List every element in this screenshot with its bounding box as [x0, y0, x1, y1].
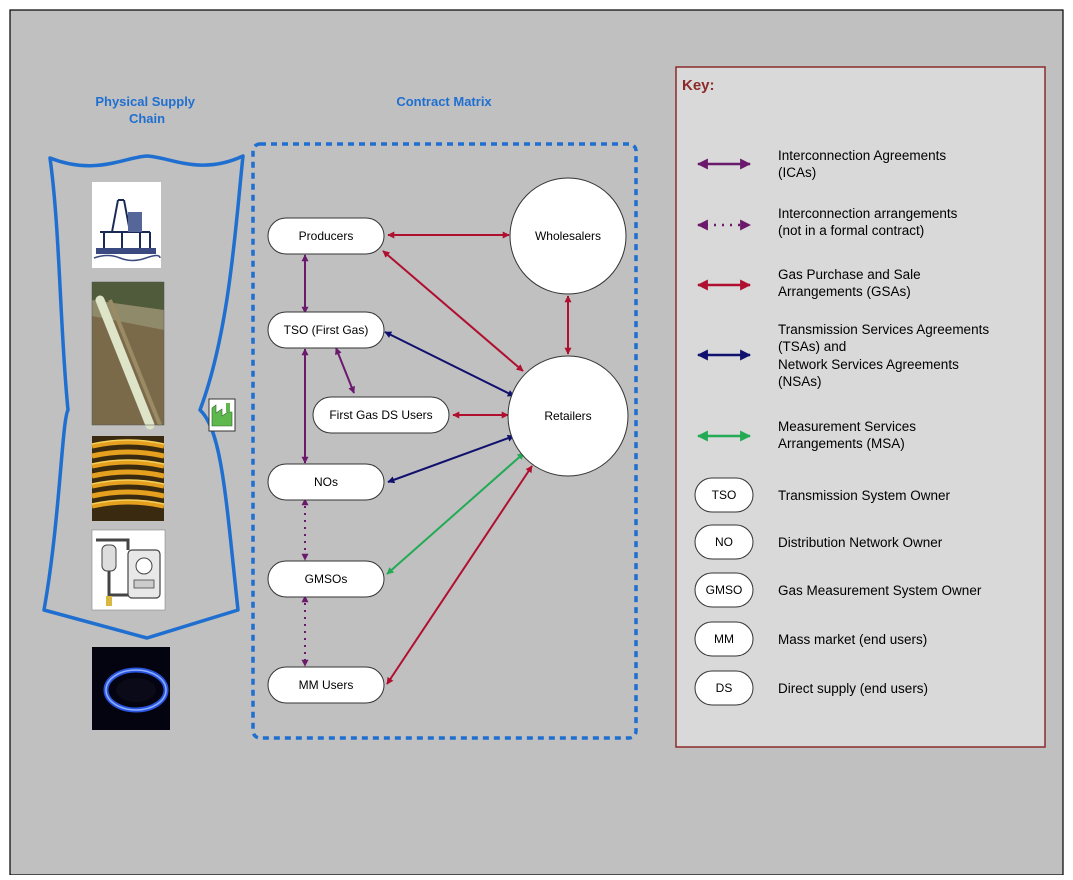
gas-meter-image — [91, 529, 166, 611]
svg-text:Gas Purchase and Sale: Gas Purchase and Sale Arrangements (GSAs… — [778, 267, 924, 299]
key-item-label: Measurement Services — [778, 419, 916, 434]
node-mm-users: MM Users — [267, 666, 385, 704]
node-label: Retailers — [544, 409, 591, 423]
gmsos-retailers-msa — [386, 452, 525, 575]
tso-retailers-tsa — [384, 331, 515, 397]
node-label: Producers — [299, 229, 354, 243]
node-nos: NOs — [267, 463, 385, 501]
contract-matrix-heading: Contract Matrix — [396, 94, 492, 109]
tso-dsusers-ica — [335, 347, 355, 394]
key-item-msa: Measurement Services Arrangements (MSA) — [696, 419, 920, 451]
key-title: Key: — [682, 77, 715, 94]
key-item-label: Gas Purchase and Sale — [778, 267, 921, 282]
key-item-label: Interconnection arrangements — [778, 206, 958, 221]
node-label: Wholesalers — [535, 229, 601, 243]
oil-rig-image — [92, 182, 161, 268]
key-item-label: Arrangements (GSAs) — [778, 284, 911, 299]
node-gmsos: GMSOs — [267, 560, 385, 598]
svg-text:Interconnection arrangements: Interconnection arrangements (not in a f… — [778, 206, 961, 238]
pipeline-image — [91, 281, 165, 430]
key-abbr-ds: DS Direct supply (end users) — [694, 670, 928, 706]
gas-pipe-coil-image — [91, 436, 165, 521]
key-abbr-no: NO Distribution Network Owner — [694, 524, 943, 560]
node-retailers: Retailers — [507, 355, 629, 477]
supply-chain-bracket — [42, 154, 245, 640]
abbr-description: Gas Measurement System Owner — [778, 583, 982, 598]
key-item-label: Network Services Agreements — [778, 357, 959, 372]
key-item-label: (ICAs) — [778, 165, 816, 180]
key-abbr-mm: MM Mass market (end users) — [694, 621, 927, 657]
key-item-label: Interconnection Agreements — [778, 148, 946, 163]
factory-icon — [208, 398, 236, 432]
key-abbr-gmso: GMSO Gas Measurement System Owner — [694, 572, 982, 608]
abbr-badge: TSO — [712, 488, 737, 502]
node-first-gas-ds-users: First Gas DS Users — [312, 396, 450, 434]
physical-supply-chain-heading: Physical Supply Chain — [95, 94, 198, 126]
key-abbr-tso: TSO Transmission System Owner — [694, 477, 951, 513]
key-item-label: (NSAs) — [778, 374, 822, 389]
abbr-description: Direct supply (end users) — [778, 681, 928, 696]
abbr-badge: DS — [716, 681, 733, 695]
key-item-gsa: Gas Purchase and Sale Arrangements (GSAs… — [696, 267, 924, 299]
key-item-label: Arrangements (MSA) — [778, 436, 905, 451]
svg-text:Measurement Services A: Measurement Services Arrangements (MSA) — [778, 419, 920, 451]
abbr-description: Mass market (end users) — [778, 632, 927, 647]
connections — [301, 231, 572, 685]
svg-text:Transmission Services Agreemen: Transmission Services Agreements (TSAs) … — [778, 322, 993, 389]
key-item-ica: Interconnection Agreements (ICAs) — [696, 148, 950, 180]
key-item-label: (not in a formal contract) — [778, 223, 924, 238]
key-panel: Key: Interconnection Agreements (ICAs) I… — [675, 66, 1046, 748]
node-producers: Producers — [267, 217, 385, 255]
abbr-badge: GMSO — [706, 583, 743, 597]
node-wholesalers: Wholesalers — [509, 177, 627, 295]
key-item-informal: Interconnection arrangements (not in a f… — [696, 206, 961, 238]
abbr-badge: NO — [715, 535, 733, 549]
node-label: MM Users — [299, 678, 354, 692]
key-item-tsa-nsa: Transmission Services Agreements (TSAs) … — [696, 322, 993, 389]
gas-flame-image — [92, 647, 170, 730]
svg-text:Interconnection Agreements: Interconnection Agreements (ICAs) — [778, 148, 950, 180]
abbr-description: Transmission System Owner — [778, 488, 951, 503]
key-item-label: Transmission Services Agreements — [778, 322, 989, 337]
node-label: TSO (First Gas) — [284, 323, 369, 337]
key-item-label: (TSAs) and — [778, 339, 846, 354]
contract-matrix-box — [251, 142, 638, 740]
node-label: NOs — [314, 475, 338, 489]
abbr-badge: MM — [714, 632, 734, 646]
node-tso: TSO (First Gas) — [267, 311, 385, 349]
node-label: First Gas DS Users — [329, 408, 432, 422]
abbr-description: Distribution Network Owner — [778, 535, 943, 550]
node-label: GMSOs — [305, 572, 348, 586]
